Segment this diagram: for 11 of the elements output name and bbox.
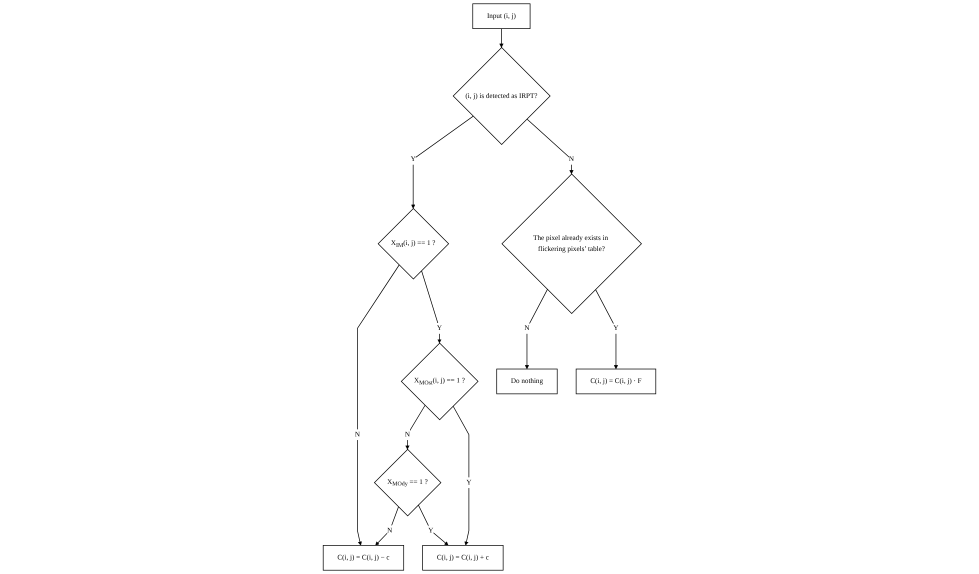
arrow xyxy=(421,270,442,344)
arrow xyxy=(357,264,400,546)
arrow xyxy=(526,118,574,174)
arrow xyxy=(411,116,474,209)
arrow xyxy=(418,504,448,546)
arrow xyxy=(524,289,548,370)
arrow xyxy=(595,289,618,370)
arrow xyxy=(499,28,504,48)
arrow xyxy=(452,406,470,546)
arrow xyxy=(375,506,399,546)
arrow xyxy=(405,405,426,450)
